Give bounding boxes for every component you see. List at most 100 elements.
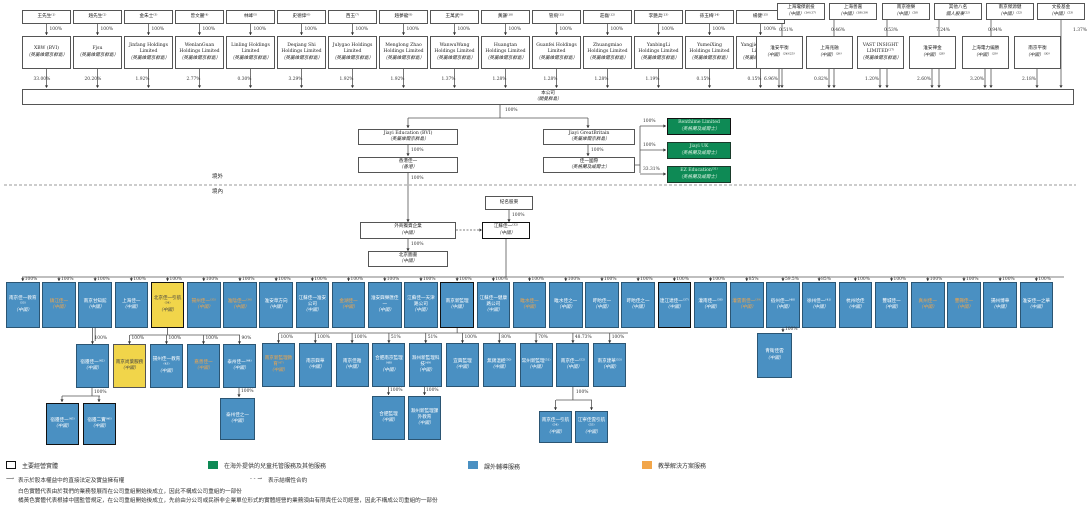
institutional-shareholder-box[interactable]: 淮安平衡（中國）⁽²⁴⁾⁽²⁵⁾ xyxy=(756,36,803,69)
subsidiary-box[interactable]: 揚州佳一⁽³⁵⁾（中國） xyxy=(187,282,221,328)
subsidiary-box[interactable]: 南京佳雅（中國） xyxy=(335,343,369,387)
shareholder-box[interactable]: 王萬武⁽⁹⁾ xyxy=(430,10,479,24)
subsidiary-box[interactable]: 揚州博華（中國） xyxy=(983,282,1017,328)
subsidiary-box[interactable]: 嘉善佳一（中國） xyxy=(187,344,220,388)
holding-company-box[interactable]: WenlanGuan Holdings Limited（英屬維爾京群島） xyxy=(175,36,224,69)
subsidiary-box[interactable]: 泰州佳之一（中國） xyxy=(220,398,255,440)
subsidiary-box[interactable]: 南京興華（中國） xyxy=(298,343,332,387)
institutional-shareholder-box[interactable]: 南京德樂（中國）⁽²⁰⁾ xyxy=(882,3,930,20)
subsidiary-box[interactable]: 南京佳一引航⁽⁵⁴⁾（中國） xyxy=(539,411,572,443)
jiayi-international-box[interactable]: 佳一國際（英格蘭及威爾士） xyxy=(543,157,635,173)
subsidiary-box[interactable]: 揚州佳一教育⁽⁴³⁾（中國） xyxy=(150,344,183,388)
subsidiary-box[interactable]: 盱眙佳之一（中國） xyxy=(621,282,655,328)
institutional-shareholder-box[interactable]: 上海兆融（中國）⁽²⁶⁾ xyxy=(806,36,853,69)
subsidiary-box[interactable]: 合肥監理（中國） xyxy=(372,396,405,440)
subsidiary-box[interactable]: 合肥南京監理⁽⁴⁸⁾（中國） xyxy=(372,343,406,387)
subsidiary-box[interactable]: 滁州新監理科技⁽⁴⁹⁾（中國） xyxy=(409,343,443,387)
subsidiary-box[interactable]: 睢水佳之一（中國） xyxy=(549,282,583,328)
subsidiary-box[interactable]: 北京佳一引航⁽³⁴⁾（中國） xyxy=(150,282,185,328)
shareholder-box[interactable]: 金朱士⁽³⁾ xyxy=(124,10,173,24)
subsidiary-box[interactable]: 無錫溫經⁽⁵⁰⁾（中國） xyxy=(482,343,516,387)
subsidiary-box[interactable]: 淮安佳一之華（中國） xyxy=(1019,282,1054,328)
subsidiary-box[interactable]: 豐縣佳一（中國） xyxy=(947,282,981,328)
shareholder-box[interactable]: 黃謙⁽¹⁰⁾ xyxy=(481,10,530,24)
shareholder-box[interactable]: 西玉⁽⁷⁾ xyxy=(328,10,377,24)
subsidiary-box[interactable]: 常州新監理⁽⁵¹⁾（中國） xyxy=(519,343,553,387)
holding-company-box[interactable]: Julygao Holdings Limited（英屬維爾京群島） xyxy=(328,36,377,69)
shareholder-box[interactable]: 莊磊⁽¹²⁾ xyxy=(583,10,632,24)
overseas-subsidiary-box[interactable]: Renthime Limited（英格蘭及威爾士） xyxy=(667,118,731,135)
shareholder-box[interactable]: 孫玉梅⁽¹⁴⁾ xyxy=(685,10,734,24)
overseas-subsidiary-box[interactable]: EZ Education⁽³¹⁾（英格蘭及威爾士） xyxy=(667,166,731,183)
holding-company-box[interactable]: Huangtan Holdings Limited（英屬維爾京群島） xyxy=(481,36,530,69)
subsidiary-box[interactable]: 南京新監理教育⁽⁴⁷⁾（中國） xyxy=(262,343,295,387)
wfoe-box[interactable]: 外商獨資企業（中國） xyxy=(360,222,456,239)
jiayi-gb-box[interactable]: Jiayi GreatBritain（英屬維爾京群島） xyxy=(543,129,635,145)
shareholder-box[interactable]: 史德偉⁽⁶⁾ xyxy=(277,10,326,24)
vie-jiangsu-jiayi-box[interactable]: 江蘇佳一⁽³²⁾（中國） xyxy=(482,222,530,239)
subsidiary-box[interactable]: 盱眙佳一（中國） xyxy=(585,282,619,328)
jiayi-hk-box[interactable]: 香港佳一（香港） xyxy=(358,157,458,173)
subsidiary-box[interactable]: 青衛佳雲（中國） xyxy=(757,333,792,378)
subsidiary-box[interactable]: 淮陰佳一⁽³⁶⁾（中國） xyxy=(223,282,257,328)
holding-company-box[interactable]: Guanfei Holdings Limited（英屬維爾京群島） xyxy=(532,36,581,69)
institutional-shareholder-box[interactable]: 上海善嘉（中國）⁽¹⁸⁾⁽¹⁹⁾ xyxy=(829,3,877,20)
holding-company-box[interactable]: Fjsu（英屬維爾京群島） xyxy=(73,36,122,69)
holding-company-box[interactable]: WanwuWang Holdings Limited（英屬維爾京群島） xyxy=(430,36,479,69)
shareholder-box[interactable]: 李艷兵⁽¹³⁾ xyxy=(634,10,683,24)
subsidiary-box[interactable]: 鎮江佳一（中國） xyxy=(42,282,76,328)
holding-company-box[interactable]: Jinfang Holdings Limited（英屬維爾京群島） xyxy=(124,36,173,69)
overseas-subsidiary-box[interactable]: Jiayi UK（英格蘭及威爾士） xyxy=(667,142,731,159)
subsidiary-box[interactable]: 泰州佳一⁽⁴⁴⁾（中國） xyxy=(223,344,256,388)
subsidiary-box[interactable]: 連江達佳一⁽³⁷⁾（中國） xyxy=(657,282,692,328)
holding-company-box[interactable]: YanbingLi Holdings Limited（英屬維爾京群島） xyxy=(634,36,683,69)
subsidiary-box[interactable]: 宿州佳一⁽⁴⁰⁾（中國） xyxy=(766,282,800,328)
subsidiary-box[interactable]: 南京新監理（中國） xyxy=(440,282,474,328)
holding-company-box[interactable]: Linling Holdings Limited（英屬維爾京群島） xyxy=(226,36,275,69)
institutional-shareholder-box[interactable]: 上海瓏傑創投（中國）⁽¹⁶⁾⁽¹⁷⁾ xyxy=(777,3,825,20)
company-box[interactable]: 本公司（開曼群島） xyxy=(22,89,1074,105)
subsidiary-box[interactable]: 淮安興樂匯佳一（中國） xyxy=(368,282,402,328)
beijing-consulting-box[interactable]: 北京圖書（中國） xyxy=(368,251,448,267)
jiayi-bvi-box[interactable]: Jiayi Education (BVI)（英屬維爾京群島） xyxy=(358,129,458,145)
institutional-shareholder-box[interactable]: 南京平衡（中國）⁽³⁰⁾ xyxy=(1014,36,1061,69)
subsidiary-box[interactable]: 南京建華⁽⁵³⁾（中國） xyxy=(593,343,627,387)
subsidiary-box[interactable]: 淮安草方向（中國） xyxy=(259,282,293,328)
subsidiary-box[interactable]: 金湖佳一（中國） xyxy=(331,282,366,328)
subsidiary-box[interactable]: 宿遷佳一⁽⁴⁵⁾（中國） xyxy=(46,403,79,445)
subsidiary-box[interactable]: 徐州佳一⁽⁴¹⁾（中國） xyxy=(802,282,836,328)
nominee-shareholder-box[interactable]: 紀名股東 xyxy=(485,196,533,210)
subsidiary-box[interactable]: 南京佳一⁽⁵²⁾（中國） xyxy=(556,343,590,387)
holding-company-box[interactable]: XBW (BVI)（英屬維爾京群島） xyxy=(22,36,71,69)
shareholder-box[interactable]: 趙先生⁽²⁾ xyxy=(73,10,122,24)
holding-company-box[interactable]: Deqiang Shi Holdings Limited（英屬維爾京群島） xyxy=(277,36,326,69)
institutional-shareholder-box[interactable]: 文投基金（中國）⁽²³⁾ xyxy=(1037,3,1085,20)
subsidiary-box[interactable]: 江寧佳雲引航⁽⁵⁵⁾（中國） xyxy=(575,411,608,443)
institutional-shareholder-box[interactable]: VAST INSIGHT LIMITED⁽²⁷⁾（英屬維爾京群島） xyxy=(857,36,904,69)
subsidiary-box[interactable]: 豐城佳一（中國） xyxy=(874,282,909,328)
subsidiary-box[interactable]: 南京甘知館（中國） xyxy=(78,282,112,328)
subsidiary-box[interactable]: 江蘇佳一淮安公司（中國） xyxy=(295,282,330,328)
institutional-shareholder-box[interactable]: 其他八名個人股東⁽²¹⁾ xyxy=(934,3,982,20)
subsidiary-box[interactable]: 杭州哈佳（中國） xyxy=(838,282,873,328)
shareholder-box[interactable]: 王先生⁽¹⁾ xyxy=(22,10,71,24)
subsidiary-box[interactable]: 宿遷二實⁽⁴⁶⁾（中國） xyxy=(83,403,116,445)
shareholder-box[interactable]: 趙夢龍⁽⁸⁾ xyxy=(379,10,428,24)
shareholder-box[interactable]: 曾文麗⁽⁴⁾ xyxy=(175,10,224,24)
subsidiary-box[interactable]: 滁州新監理課外教育（中國） xyxy=(408,396,441,440)
institutional-shareholder-box[interactable]: 淮安禪金（中國）⁽²⁸⁾ xyxy=(909,36,956,69)
subsidiary-box[interactable]: 上海佳一（中國） xyxy=(114,282,149,328)
subsidiary-box[interactable]: 灌南佳一⁽³⁸⁾（中國） xyxy=(693,282,728,328)
subsidiary-box[interactable]: 南京尚葉服務（中國） xyxy=(113,344,146,388)
subsidiary-box[interactable]: 南京佳一教育⁽³³⁾（中國） xyxy=(6,282,40,328)
institutional-shareholder-box[interactable]: 南京傑源健（中國）⁽²²⁾ xyxy=(986,3,1034,20)
subsidiary-box[interactable]: 江蘇佳一健康路公司（中國） xyxy=(476,282,511,328)
holding-company-box[interactable]: YumeiXing Holdings Limited（英屬維爾京群島） xyxy=(685,36,734,69)
subsidiary-box[interactable]: 睢水佳一（中國） xyxy=(512,282,547,328)
subsidiary-box[interactable]: 灌雲南佳一⁽³⁹⁾（中國） xyxy=(730,282,764,328)
subsidiary-box[interactable]: 真州佳一（中國） xyxy=(911,282,945,328)
subsidiary-box[interactable]: 宿遷佳一⁽⁴²⁾（中國） xyxy=(76,344,109,388)
shareholder-box[interactable]: 管飛⁽¹¹⁾ xyxy=(532,10,581,24)
holding-company-box[interactable]: Menglong Zhao Holdings Limited（英屬維爾京群島） xyxy=(379,36,428,69)
holding-company-box[interactable]: Zhuangmiao Holdings Limited（英屬維爾京群島） xyxy=(583,36,632,69)
